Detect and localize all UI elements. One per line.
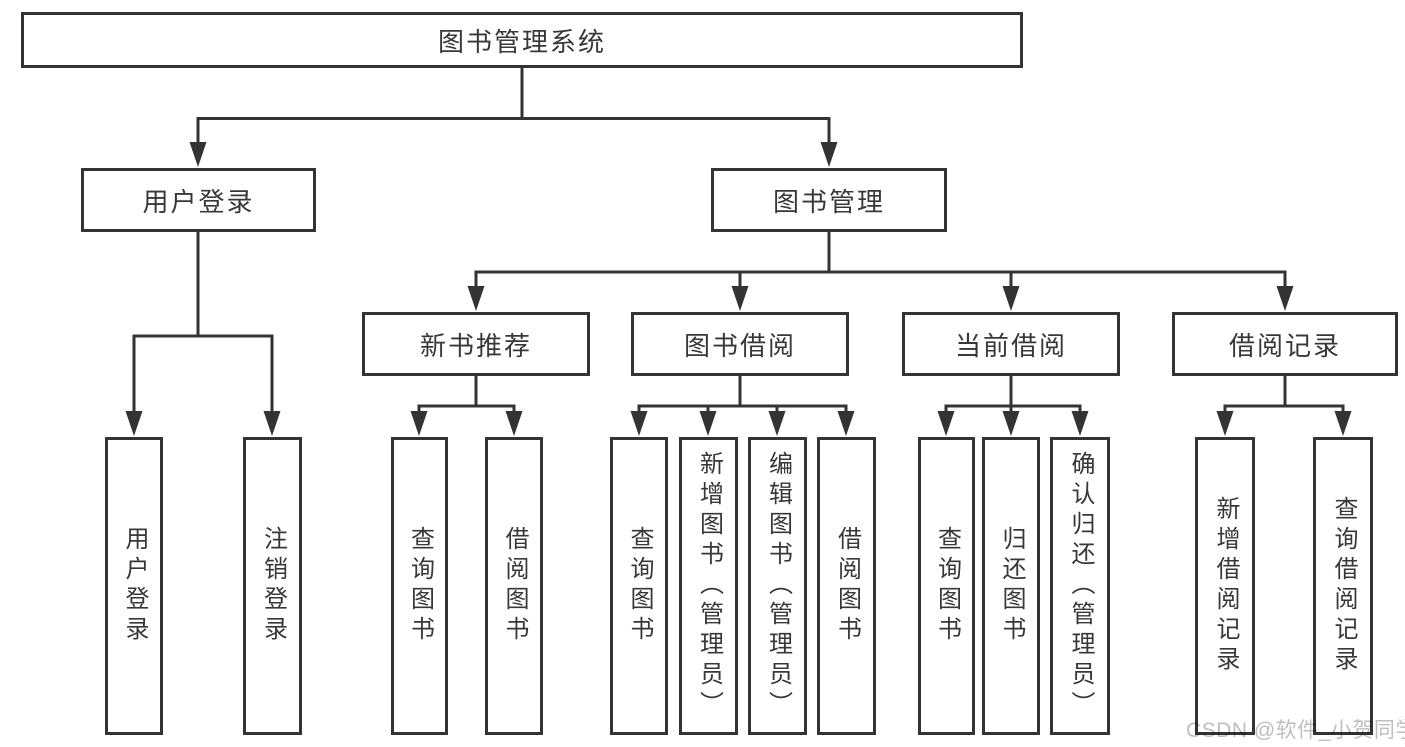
leaf-add-borrow-record: 新增借阅记录 xyxy=(1195,437,1255,735)
watermark: CSDN @软件_小贺同学 xyxy=(1186,719,1405,742)
leaf-add-book-admin: 新增图书（管理员） xyxy=(679,437,738,735)
leaf-recommend-borrow-book-label: 借阅图书 xyxy=(501,526,528,646)
leaf-query-borrow-record-label: 查询借阅记录 xyxy=(1330,496,1357,676)
leaf-edit-book-admin: 编辑图书（管理员） xyxy=(748,437,807,735)
leaf-current-query-book-label: 查询图书 xyxy=(933,526,961,646)
leaf-recommend-query-book-label: 查询图书 xyxy=(406,526,434,646)
node-new-book-recommend: 新书推荐 xyxy=(362,312,590,376)
node-borrow-records: 借阅记录 xyxy=(1172,312,1398,376)
node-root: 图书管理系统 xyxy=(21,12,1023,68)
node-book-borrow-label: 图书借阅 xyxy=(683,330,796,361)
leaf-borrow-book: 借阅图书 xyxy=(817,437,876,735)
node-borrow-records-label: 借阅记录 xyxy=(1228,330,1341,361)
leaf-logout-label: 注销登录 xyxy=(259,526,287,646)
leaf-borrow-query-book: 查询图书 xyxy=(610,437,668,735)
leaf-edit-book-admin-label: 编辑图书（管理员） xyxy=(764,451,792,721)
leaf-current-query-book: 查询图书 xyxy=(918,437,975,735)
node-book-management-label: 图书管理 xyxy=(772,186,885,217)
node-user-login-label: 用户登录 xyxy=(142,186,255,217)
node-root-label: 图书管理系统 xyxy=(437,26,606,57)
leaf-borrow-book-label: 借阅图书 xyxy=(833,526,861,646)
leaf-return-book: 归还图书 xyxy=(982,437,1040,735)
node-new-book-recommend-label: 新书推荐 xyxy=(419,330,532,361)
leaf-user-login: 用户登录 xyxy=(105,437,163,735)
node-current-borrow: 当前借阅 xyxy=(902,312,1120,376)
leaf-logout: 注销登录 xyxy=(243,437,302,735)
leaf-query-borrow-record: 查询借阅记录 xyxy=(1313,437,1373,735)
leaf-add-book-admin-label: 新增图书（管理员） xyxy=(695,451,723,721)
leaf-add-borrow-record-label: 新增借阅记录 xyxy=(1212,496,1239,676)
arrowheads xyxy=(125,142,1352,436)
leaf-return-book-label: 归还图书 xyxy=(998,526,1025,646)
leaf-borrow-query-book-label: 查询图书 xyxy=(626,526,653,646)
leaf-user-login-label: 用户登录 xyxy=(121,526,148,646)
node-current-borrow-label: 当前借阅 xyxy=(954,330,1067,361)
node-user-login: 用户登录 xyxy=(81,168,316,232)
leaf-recommend-borrow-book: 借阅图书 xyxy=(485,437,543,735)
leaf-confirm-return-admin: 确认归还（管理员） xyxy=(1050,437,1110,735)
leaf-recommend-query-book: 查询图书 xyxy=(391,437,448,735)
leaf-confirm-return-admin-label: 确认归还（管理员） xyxy=(1067,451,1094,721)
node-book-management: 图书管理 xyxy=(711,168,947,232)
node-book-borrow: 图书借阅 xyxy=(631,312,849,376)
